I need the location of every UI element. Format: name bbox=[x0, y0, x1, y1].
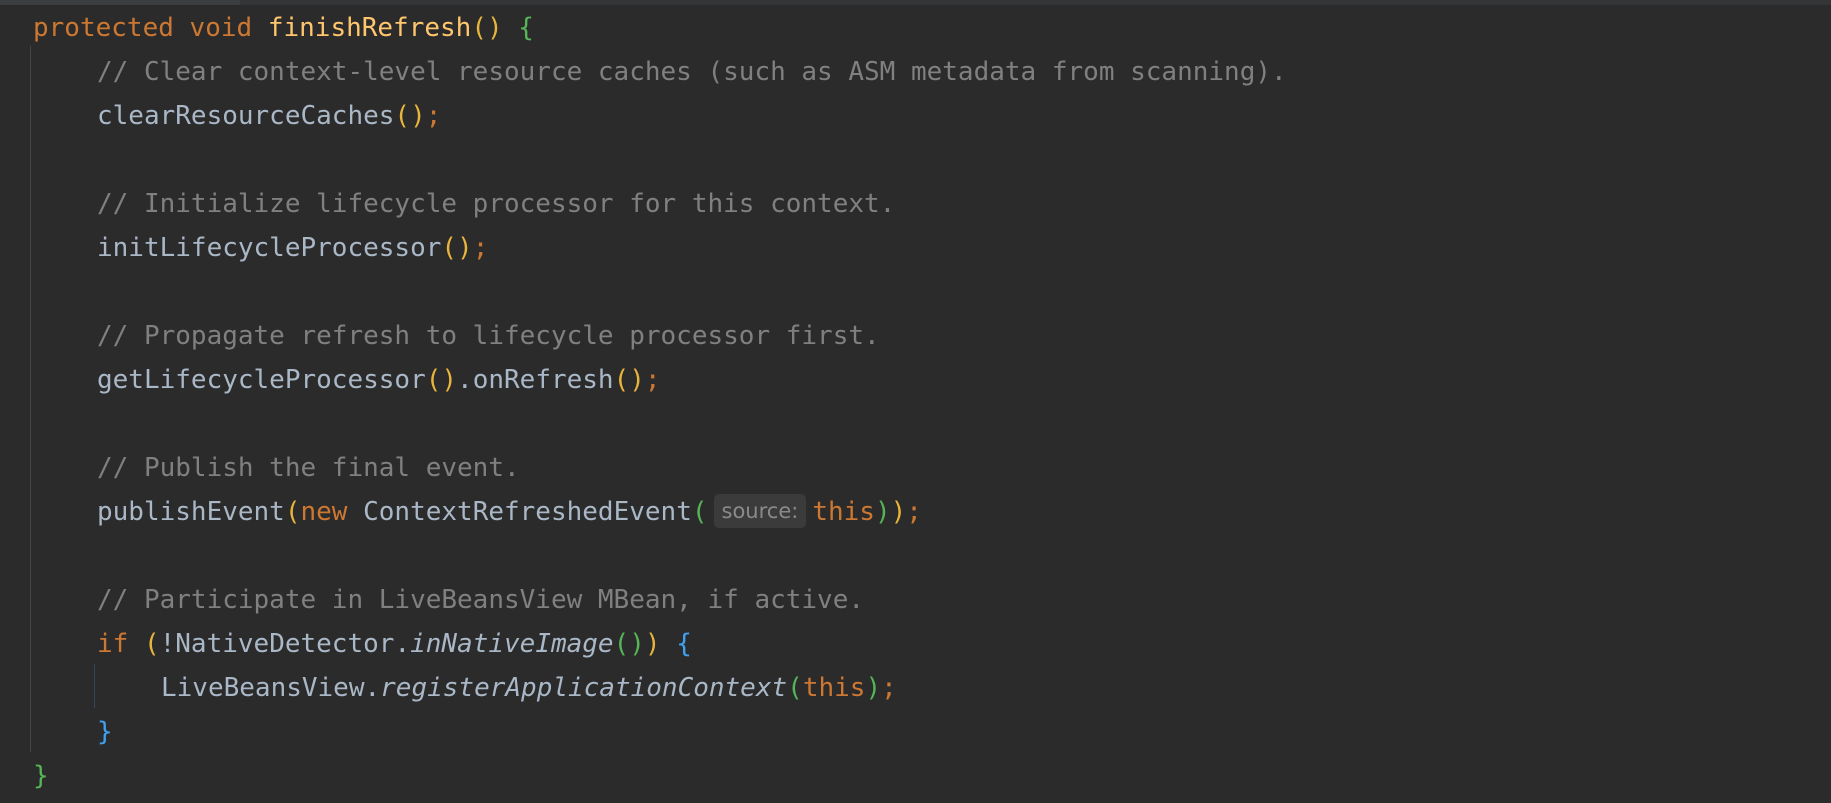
code-line-9[interactable]: getLifecycleProcessor().onRefresh(); bbox=[97, 365, 661, 395]
call-register-application-context[interactable]: registerApplicationContext bbox=[380, 673, 788, 703]
call-publish-event[interactable]: publishEvent bbox=[97, 497, 285, 527]
code-line-16[interactable]: LiveBeansView.registerApplicationContext… bbox=[161, 673, 897, 703]
parameter-hint-source: source: bbox=[713, 494, 807, 528]
code-line-3[interactable]: clearResourceCaches(); bbox=[97, 101, 442, 131]
code-line-11[interactable]: // Publish the final event. bbox=[97, 446, 520, 490]
method-open-brace: { bbox=[518, 13, 534, 43]
code-line-14[interactable]: // Participate in LiveBeansView MBean, i… bbox=[97, 578, 864, 622]
keyword-new: new bbox=[300, 497, 348, 527]
code-line-2[interactable]: // Clear context-level resource caches (… bbox=[97, 50, 1287, 94]
call-on-refresh[interactable]: onRefresh bbox=[472, 365, 614, 395]
class-context-refreshed-event[interactable]: ContextRefreshedEvent bbox=[363, 497, 692, 527]
code-line-18[interactable]: } bbox=[33, 754, 49, 798]
code-line-17[interactable]: } bbox=[97, 710, 113, 754]
call-in-native-image[interactable]: inNativeImage bbox=[410, 629, 614, 659]
keyword-this: this bbox=[802, 673, 866, 703]
indent-guide-method bbox=[30, 46, 31, 752]
class-native-detector[interactable]: !NativeDetector bbox=[159, 629, 395, 659]
method-name[interactable]: finishRefresh bbox=[267, 13, 472, 43]
code-line-12[interactable]: publishEvent(new ContextRefreshedEvent(s… bbox=[97, 490, 922, 534]
editor-tab-strip-active bbox=[0, 0, 240, 5]
if-close-brace: } bbox=[97, 717, 113, 747]
editor-tab-strip bbox=[0, 0, 1831, 5]
comment-propagate: // Propagate refresh to lifecycle proces… bbox=[97, 321, 880, 351]
class-live-beans-view[interactable]: LiveBeansView bbox=[161, 673, 365, 703]
comment-publish: // Publish the final event. bbox=[97, 453, 520, 483]
call-clear-resource-caches[interactable]: clearResourceCaches bbox=[97, 101, 395, 131]
code-line-15[interactable]: if (!NativeDetector.inNativeImage()) { bbox=[97, 629, 692, 659]
code-line-5[interactable]: // Initialize lifecycle processor for th… bbox=[97, 182, 895, 226]
call-get-lifecycle-processor[interactable]: getLifecycleProcessor bbox=[97, 365, 426, 395]
keyword-if: if bbox=[97, 629, 129, 659]
code-line-1[interactable]: protected void finishRefresh() { bbox=[33, 6, 534, 50]
keyword-protected: protected bbox=[33, 13, 174, 43]
code-line-6[interactable]: initLifecycleProcessor(); bbox=[97, 233, 489, 263]
call-init-lifecycle-processor[interactable]: initLifecycleProcessor bbox=[97, 233, 442, 263]
method-close-brace: } bbox=[33, 761, 49, 791]
comment-clear-caches: // Clear context-level resource caches (… bbox=[97, 57, 1287, 87]
keyword-this: this bbox=[812, 497, 875, 527]
params-parens: () bbox=[471, 13, 503, 43]
if-open-brace: { bbox=[676, 629, 692, 659]
indent-guide-if-block bbox=[94, 664, 95, 708]
comment-participate: // Participate in LiveBeansView MBean, i… bbox=[97, 585, 865, 615]
code-line-8[interactable]: // Propagate refresh to lifecycle proces… bbox=[97, 314, 880, 358]
comment-init-lifecycle: // Initialize lifecycle processor for th… bbox=[97, 189, 896, 219]
keyword-void: void bbox=[189, 13, 253, 43]
